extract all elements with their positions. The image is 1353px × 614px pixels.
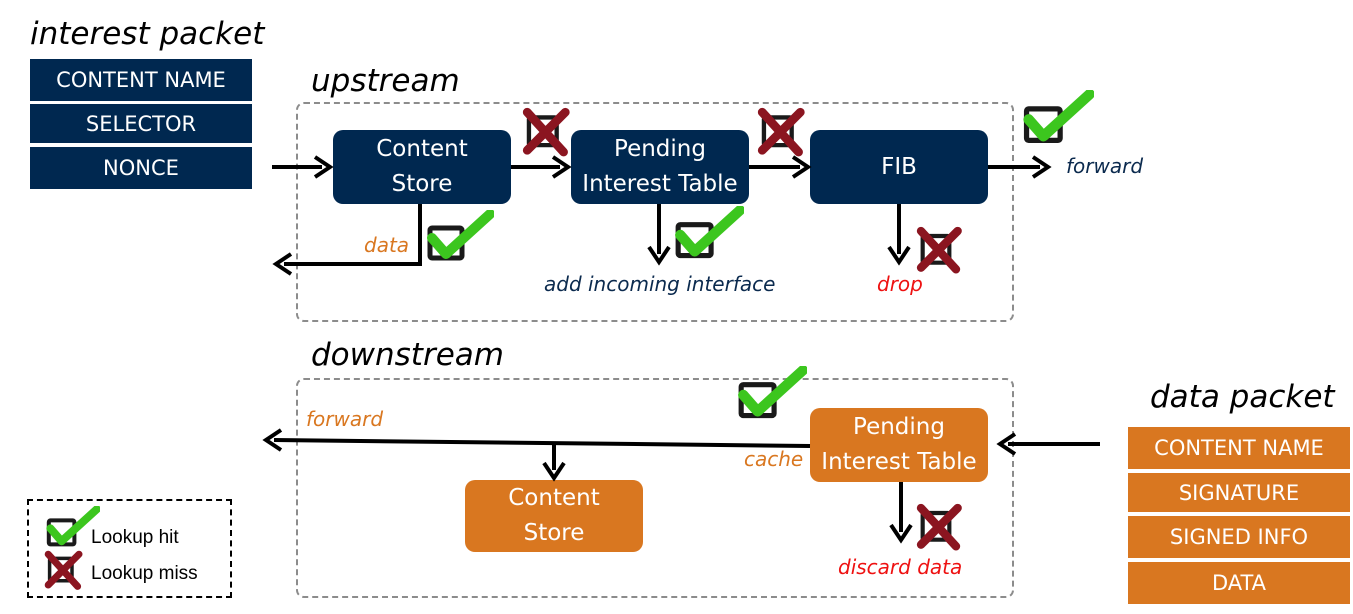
data-packet-title: data packet xyxy=(1150,379,1335,415)
arrow-pit-to-fib xyxy=(749,155,812,179)
downstream-forward-label: forward xyxy=(306,407,384,431)
drop-label: drop xyxy=(877,272,923,296)
upstream-forward-label: forward xyxy=(1066,154,1144,178)
upstream-fib: FIB xyxy=(810,130,988,204)
upstream-title: upstream xyxy=(311,63,460,99)
data-field-content-name: CONTENT NAME xyxy=(1128,427,1350,469)
discard-data-label: discard data xyxy=(838,555,963,579)
cross-icon xyxy=(527,112,565,152)
arrow-cs-to-pit xyxy=(511,155,572,179)
cross-icon xyxy=(762,112,800,152)
data-field-signature: SIGNATURE xyxy=(1128,473,1350,512)
interest-field-content-name: CONTENT NAME xyxy=(30,59,252,101)
interest-packet-title: interest packet xyxy=(30,16,265,52)
upstream-region xyxy=(296,102,1014,322)
arrow-downstream-forward xyxy=(262,428,811,452)
upstream-pit: Pending Interest Table xyxy=(571,130,749,204)
interest-field-selector: SELECTOR xyxy=(30,104,252,143)
arrow-to-content-store xyxy=(542,444,566,482)
cross-icon xyxy=(921,508,958,546)
arrow-fib-down xyxy=(887,204,911,266)
add-incoming-interface-label: add incoming interface xyxy=(544,272,776,296)
cross-icon xyxy=(48,554,79,586)
legend-box xyxy=(27,499,232,598)
upstream-content-store: Content Store xyxy=(333,130,511,204)
check-icon xyxy=(1027,94,1090,140)
arrow-downstream-pit-down xyxy=(889,482,913,544)
check-icon xyxy=(741,370,803,415)
downstream-pit: Pending Interest Table xyxy=(810,408,988,482)
check-icon xyxy=(678,210,740,255)
legend-miss-label: Lookup miss xyxy=(91,563,198,584)
downstream-title: downstream xyxy=(311,337,504,373)
downstream-content-store: Content Store xyxy=(465,480,643,552)
cross-icon xyxy=(921,231,958,269)
arrow-interest-in xyxy=(272,155,334,179)
interest-field-nonce: NONCE xyxy=(30,147,252,189)
arrow-data-return xyxy=(272,204,422,276)
legend-hit-label: Lookup hit xyxy=(91,527,179,548)
arrow-data-in xyxy=(996,432,1100,456)
check-icon xyxy=(430,214,490,258)
data-field-signed-info: SIGNED INFO xyxy=(1128,516,1350,558)
cache-label: cache xyxy=(744,447,804,471)
check-icon xyxy=(49,509,97,544)
arrow-pit-down xyxy=(647,204,671,266)
upstream-data-label: data xyxy=(364,233,410,257)
arrow-fib-forward xyxy=(988,155,1052,179)
downstream-region xyxy=(296,378,1014,598)
data-field-data: DATA xyxy=(1128,562,1350,604)
